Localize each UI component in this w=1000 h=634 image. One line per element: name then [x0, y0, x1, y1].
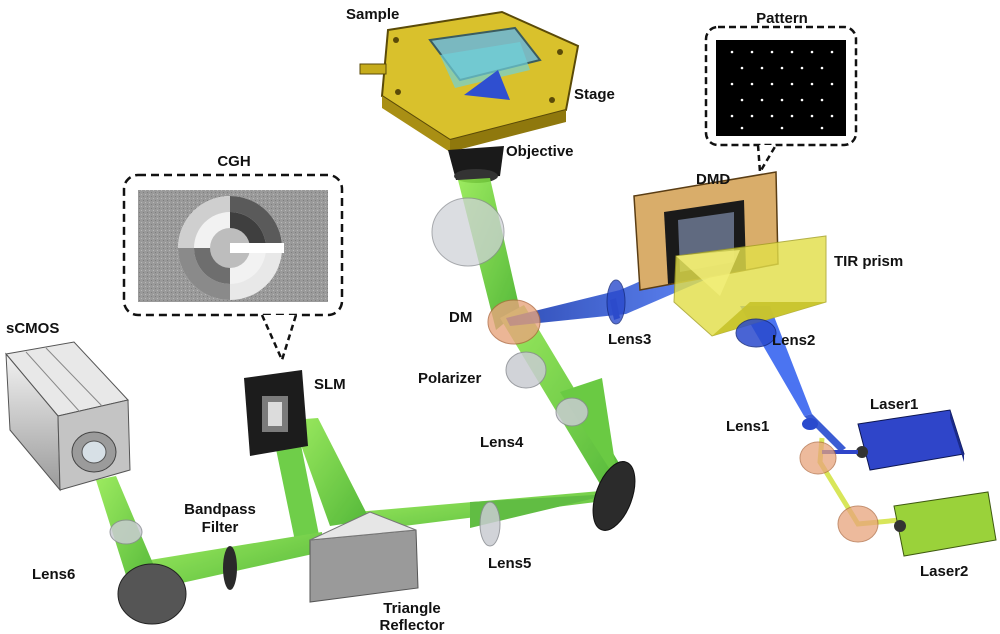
label-laser2: Laser2: [920, 563, 968, 580]
scmos-camera: [5, 341, 131, 492]
label-lens5: Lens5: [488, 555, 531, 572]
label-bandpass-line2: Filter: [202, 519, 239, 536]
lens2-shape: [735, 318, 777, 348]
label-scmos: sCMOS: [6, 320, 59, 337]
label-laser1: Laser1: [870, 396, 918, 413]
label-stage: Stage: [574, 86, 615, 103]
label-cgh: CGH: [217, 153, 250, 170]
tir-prism: [673, 235, 827, 337]
objective: [448, 146, 504, 183]
pattern-callout: [704, 25, 858, 177]
mirror-right: [592, 461, 636, 531]
label-dm: DM: [449, 309, 472, 326]
cgh-callout: [122, 173, 344, 364]
lens1-shape: [802, 418, 818, 430]
label-lens1: Lens1: [726, 418, 769, 435]
mirror-left: [117, 563, 187, 625]
label-tir-prism: TIR prism: [834, 253, 903, 270]
label-bandpass-line1: Bandpass: [184, 501, 256, 518]
pattern-dots: [730, 50, 834, 130]
label-slm: SLM: [314, 376, 346, 393]
lens5-shape: [479, 501, 501, 547]
slm: [244, 370, 308, 456]
label-sample: Sample: [346, 6, 399, 23]
label-objective: Objective: [506, 143, 574, 160]
cgh-hologram: [178, 196, 284, 300]
laser1: [822, 409, 965, 471]
polarizer-shape: [505, 351, 547, 389]
label-lens6: Lens6: [32, 566, 75, 583]
lens-top: [431, 197, 505, 267]
lens4-shape: [555, 397, 589, 427]
bandpass-filter: [223, 546, 237, 590]
label-polarizer: Polarizer: [418, 370, 482, 387]
label-lens3: Lens3: [608, 331, 651, 348]
label-triangle-line2: Reflector: [379, 617, 444, 634]
label-pattern: Pattern: [756, 10, 808, 27]
label-triangle-line1: Triangle: [383, 600, 441, 617]
sample-stage: [359, 10, 580, 152]
lens3-shape: [606, 279, 626, 325]
label-lens4: Lens4: [480, 434, 524, 451]
lens6-shape: [109, 519, 143, 545]
triangle-reflector: [309, 511, 419, 603]
dichroic-mirror: [487, 299, 541, 345]
combiner-mirrors: [799, 441, 879, 543]
label-lens2: Lens2: [772, 332, 815, 349]
laser2: [893, 491, 997, 557]
label-dmd: DMD: [696, 171, 730, 188]
